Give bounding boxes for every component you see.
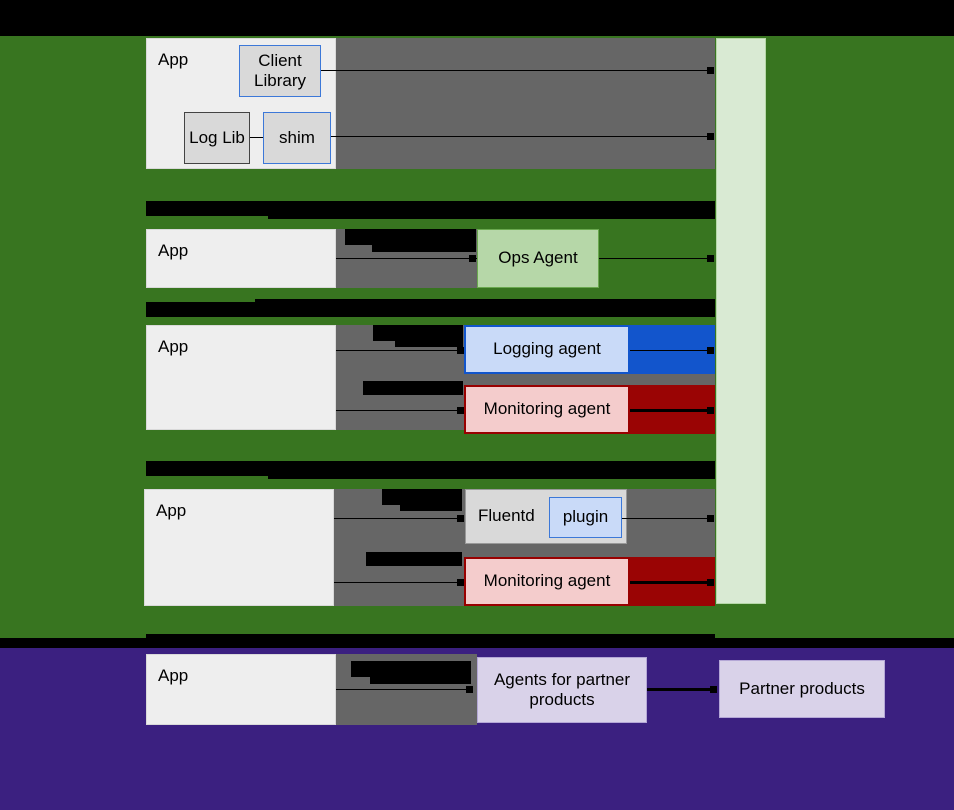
node-plugin-label: plugin [562, 507, 609, 527]
app-label: App [156, 501, 187, 520]
connector-app-opsagent [336, 258, 477, 259]
node-monitoring-agent-2[interactable]: Monitoring agent [464, 557, 630, 606]
connector-app-fluentd [334, 518, 464, 519]
redaction-strip-black-r4c [366, 552, 462, 566]
redaction-strip-black-r3b [395, 341, 463, 347]
connector-endpoint-dot [457, 579, 464, 586]
redaction-block-gray-r1 [336, 38, 715, 169]
connector-endpoint-dot [707, 515, 714, 522]
connector-clientlib-pillar [321, 70, 710, 71]
connector-monitoring2-pillar [630, 581, 710, 584]
node-client-library-label: Client Library [254, 50, 306, 90]
redaction-strip-black-r3a [373, 325, 463, 341]
node-partner-agents-label: Agents for partner products [493, 669, 631, 709]
redaction-strip-black-r3c [363, 381, 463, 395]
connector-endpoint-dot [707, 407, 714, 414]
connector-partner-agents-products [647, 688, 712, 691]
section-divider-band [0, 638, 954, 648]
connector-endpoint-dot [457, 347, 464, 354]
node-partner-products[interactable]: Partner products [719, 660, 885, 718]
connector-shim-pillar [331, 136, 710, 137]
app-label: App [158, 241, 189, 260]
redaction-strip-black-r5a [351, 661, 471, 677]
redaction-strip-black-r4a [382, 489, 462, 505]
connector-endpoint-dot [469, 255, 476, 262]
connector-monitoring-pillar [630, 409, 710, 412]
top-black-band [0, 0, 954, 36]
connector-opsagent-pillar [599, 258, 710, 259]
app-container-4: App [144, 489, 334, 606]
node-shim[interactable]: shim [263, 112, 331, 164]
connector-app-partner-agents [336, 689, 471, 690]
app-label: App [158, 337, 189, 356]
redaction-band-black-2b [255, 299, 715, 317]
redaction-band-black-1b [268, 201, 715, 219]
destination-pillar [716, 38, 766, 604]
connector-app-monitoring [336, 410, 464, 411]
app-container-5: App [146, 654, 336, 725]
node-log-lib[interactable]: Log Lib [184, 112, 250, 164]
connector-endpoint-dot [707, 133, 714, 140]
connector-endpoint-dot [707, 579, 714, 586]
node-logging-agent[interactable]: Logging agent [464, 325, 630, 374]
connector-endpoint-dot [707, 347, 714, 354]
node-monitoring-agent-label: Monitoring agent [483, 399, 611, 419]
node-monitoring-agent[interactable]: Monitoring agent [464, 385, 630, 434]
node-partner-products-label: Partner products [739, 678, 865, 698]
node-partner-agents[interactable]: Agents for partner products [477, 657, 647, 723]
connector-endpoint-dot [707, 67, 714, 74]
redaction-band-black-3b [268, 461, 715, 479]
connector-loglib-shim [250, 137, 263, 138]
node-monitoring-agent-2-label: Monitoring agent [483, 571, 611, 591]
connector-logging-pillar [630, 350, 710, 351]
redaction-block-blue [629, 325, 715, 374]
redaction-strip-black-r2b [372, 245, 476, 252]
redaction-strip-black-r2 [345, 229, 476, 245]
node-log-lib-label: Log Lib [189, 127, 245, 147]
app-label: App [158, 666, 189, 685]
node-plugin[interactable]: plugin [549, 497, 622, 538]
connector-app-logging [336, 350, 464, 351]
node-ops-agent-label: Ops Agent [498, 248, 578, 268]
node-ops-agent[interactable]: Ops Agent [477, 229, 599, 288]
node-client-library[interactable]: Client Library [239, 45, 321, 97]
app-container-3: App [146, 325, 336, 430]
node-fluentd-label: Fluentd [478, 506, 535, 526]
node-shim-label: shim [279, 127, 315, 147]
redaction-strip-black-r4b [400, 505, 462, 511]
connector-endpoint-dot [457, 407, 464, 414]
connector-endpoint-dot [707, 255, 714, 262]
node-logging-agent-label: Logging agent [493, 339, 601, 359]
connector-endpoint-dot [466, 686, 473, 693]
app-label: App [158, 50, 189, 69]
connector-endpoint-dot [457, 515, 464, 522]
connector-plugin-pillar [622, 518, 710, 519]
app-container-2: App [146, 229, 336, 288]
redaction-band-black-4 [146, 634, 715, 640]
redaction-strip-black-r5b [370, 677, 471, 684]
connector-endpoint-dot [710, 686, 717, 693]
connector-app-monitoring-2 [334, 582, 464, 583]
